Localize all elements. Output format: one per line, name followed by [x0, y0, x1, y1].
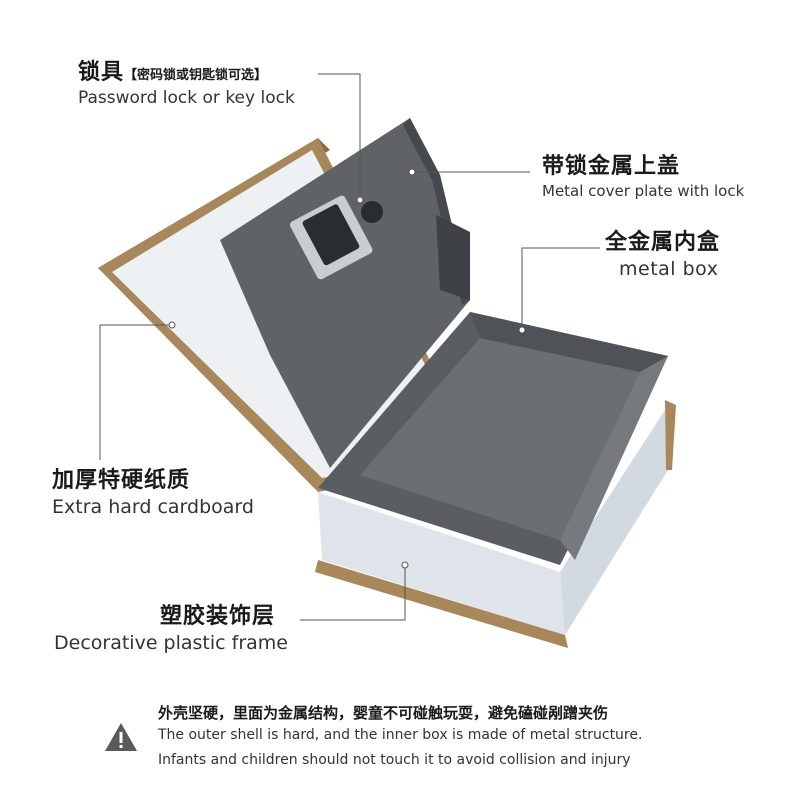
metal-lid	[220, 118, 470, 468]
warning-triangle-icon	[105, 723, 137, 751]
cardboard-subtitle: Extra hard cardboard	[52, 496, 254, 518]
metal-box-inner-wall	[470, 312, 668, 372]
lock-keyhole	[361, 201, 383, 223]
lock-dials	[302, 204, 360, 266]
cover-title: 带锁金属上盖	[542, 154, 681, 179]
book-spine-right	[665, 400, 676, 470]
metal-box-floor	[360, 338, 640, 540]
callout-frame: 塑胶装饰层 Decorative plastic frame	[54, 598, 288, 654]
frame-title: 塑胶装饰层	[160, 604, 276, 629]
callout-leaders	[99, 73, 600, 621]
callout-cardboard: 加厚特硬纸质 Extra hard cardboard	[52, 462, 254, 518]
frame-subtitle: Decorative plastic frame	[54, 632, 288, 654]
cardboard-title: 加厚特硬纸质	[52, 468, 191, 493]
lock-note: 【密码锁或钥匙锁可选】	[124, 68, 268, 83]
cover-subtitle: Metal cover plate with lock	[542, 182, 745, 200]
callout-cover: 带锁金属上盖 Metal cover plate with lock	[542, 148, 744, 200]
metal-lid-side	[436, 215, 470, 300]
lock-title: 锁具	[78, 60, 125, 85]
lock-subtitle: Password lock or key lock	[78, 88, 295, 108]
callout-box: 全金属内盒 metal box	[605, 224, 720, 280]
pages-side	[560, 410, 668, 635]
box-title: 全金属内盒	[605, 230, 721, 255]
pages-front	[318, 492, 565, 635]
book-bottom-cover	[315, 560, 568, 648]
metal-box-right-wall	[560, 356, 668, 560]
warning-text-en-line2: Infants and children should not touch it…	[158, 752, 631, 768]
warning-text-en-line1: The outer shell is hard, and the inner b…	[158, 727, 643, 743]
box-subtitle: metal box	[619, 258, 719, 280]
warning-text-zh: 外壳坚硬，里面为金属结构，婴童不可碰触玩耍，避免磕碰剐蹭夹伤	[158, 704, 609, 722]
callout-lock: 锁具【密码锁或钥匙锁可选】 Password lock or key lock	[78, 54, 295, 108]
